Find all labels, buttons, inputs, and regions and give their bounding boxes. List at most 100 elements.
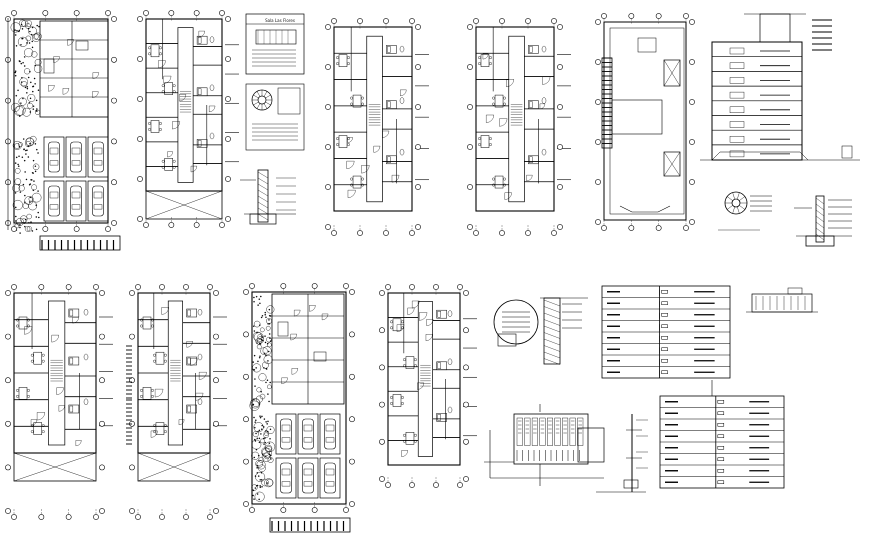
grid-bubble bbox=[467, 104, 473, 110]
meter-cell bbox=[562, 417, 569, 446]
grid-bubble bbox=[379, 364, 385, 371]
section-window bbox=[729, 150, 745, 158]
shrub-dot bbox=[258, 342, 261, 344]
shrub-dot bbox=[37, 152, 39, 154]
pillow bbox=[187, 405, 191, 413]
chair bbox=[164, 424, 167, 427]
grid-bubble bbox=[349, 373, 355, 380]
grid-bubble bbox=[249, 507, 255, 513]
chair bbox=[159, 122, 162, 125]
shrub-dot bbox=[15, 220, 17, 222]
shrub-dot bbox=[26, 149, 28, 151]
shrub-dot bbox=[270, 454, 272, 457]
title-block-frame bbox=[245, 13, 305, 75]
entry-diagonal bbox=[137, 452, 211, 482]
shrub-dot bbox=[14, 34, 17, 36]
grid-bubble bbox=[467, 64, 473, 70]
section-window bbox=[729, 77, 745, 84]
shrub-dot bbox=[26, 92, 28, 94]
chair bbox=[403, 439, 406, 443]
door-swing bbox=[321, 313, 329, 321]
shrub-dot bbox=[32, 85, 35, 88]
shrub bbox=[266, 336, 272, 343]
small-elevation-detail bbox=[746, 287, 818, 313]
grid-bubble bbox=[168, 222, 175, 228]
core bbox=[177, 27, 194, 183]
chair bbox=[414, 439, 417, 443]
shrub bbox=[32, 163, 40, 171]
grid-bubble bbox=[243, 458, 249, 465]
car-icon bbox=[280, 418, 292, 450]
grid-bubble bbox=[129, 464, 135, 471]
shrub-dot bbox=[20, 81, 23, 83]
shrub-dot bbox=[256, 472, 259, 474]
chair bbox=[492, 96, 495, 100]
shrub-dot bbox=[254, 475, 257, 477]
shrub-dot bbox=[260, 390, 262, 393]
grid-bubble bbox=[595, 139, 601, 145]
grid-bubble bbox=[105, 10, 111, 16]
shrub bbox=[14, 167, 21, 174]
parking-bay bbox=[87, 180, 109, 222]
door-swing bbox=[294, 309, 301, 317]
riser-box bbox=[717, 480, 725, 484]
shrub bbox=[18, 142, 23, 147]
shrub bbox=[25, 20, 32, 27]
car-windshield bbox=[49, 147, 59, 155]
core bbox=[508, 35, 525, 203]
shrub-dot bbox=[267, 323, 269, 325]
wall-hatch bbox=[257, 201, 269, 209]
grid-bubble bbox=[42, 10, 49, 16]
door-swing bbox=[419, 312, 428, 321]
grid-bubble bbox=[385, 284, 391, 290]
shrub bbox=[255, 338, 263, 345]
riser-box bbox=[717, 400, 725, 404]
grid-bubble bbox=[683, 13, 689, 19]
grid-bubble bbox=[379, 438, 385, 445]
chair bbox=[336, 56, 339, 59]
chair bbox=[361, 102, 364, 106]
shrub-dot bbox=[264, 314, 266, 316]
car-windshield bbox=[281, 468, 291, 476]
grid-bubble bbox=[557, 104, 563, 110]
grid-bubble bbox=[331, 18, 337, 24]
grid-bubble bbox=[457, 284, 463, 290]
chair bbox=[27, 324, 30, 328]
car-windshield bbox=[71, 147, 81, 155]
door-swing bbox=[506, 79, 514, 88]
shrub bbox=[261, 447, 272, 458]
chair bbox=[161, 159, 165, 163]
shrub-dot bbox=[34, 170, 37, 173]
shrub bbox=[26, 226, 33, 232]
chair bbox=[503, 102, 506, 106]
shrub-dot bbox=[255, 419, 257, 422]
shrub-dot bbox=[34, 83, 36, 85]
shrub-dot bbox=[35, 216, 38, 218]
shrub bbox=[12, 199, 23, 211]
door-swing bbox=[190, 358, 198, 366]
chair bbox=[159, 52, 162, 56]
shrub-dot bbox=[253, 369, 256, 371]
shrub-dot bbox=[257, 430, 259, 433]
furniture-table bbox=[150, 120, 160, 133]
door-swing bbox=[154, 388, 164, 398]
shrub bbox=[250, 398, 261, 409]
shrub-dot bbox=[253, 456, 256, 459]
shrub bbox=[251, 484, 258, 491]
shrub-dot bbox=[37, 211, 39, 214]
grid-bubble bbox=[111, 179, 117, 186]
grid-bubble bbox=[628, 13, 635, 19]
grid-bubble bbox=[683, 225, 689, 231]
staircase-detail bbox=[245, 83, 305, 151]
door-swing bbox=[48, 85, 55, 92]
car-icon bbox=[324, 462, 336, 494]
shrub-dot bbox=[23, 56, 26, 58]
shrub-dot bbox=[29, 97, 32, 100]
chair bbox=[492, 102, 495, 106]
shrub-dot bbox=[253, 398, 255, 401]
grid-bubble bbox=[349, 416, 355, 423]
bed bbox=[436, 309, 447, 319]
shrub-dot bbox=[268, 453, 271, 456]
chair bbox=[489, 62, 492, 65]
wall-hatch bbox=[257, 195, 269, 203]
